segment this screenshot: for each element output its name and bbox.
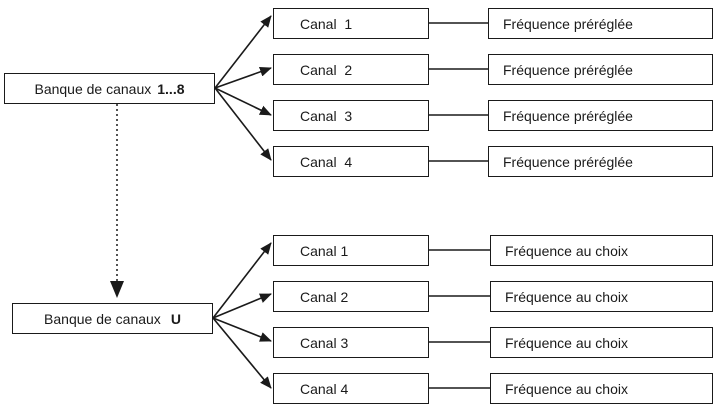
frequency-box-1: Fréquence préréglée [488, 8, 713, 39]
frequency-box-3: Fréquence préréglée [488, 100, 713, 131]
channel-box-u1: Canal 1 [273, 235, 429, 266]
frequency-box-u1: Fréquence au choix [490, 235, 713, 266]
arrow-bank1-canal1 [214, 15, 272, 89]
dotted-link-arrowhead [110, 281, 124, 298]
channel-box-u4: Canal 4 [273, 373, 429, 404]
arrow-bankU-canal2 [212, 293, 272, 319]
channel-label: Canal 1 [300, 15, 353, 32]
bank-code: U [170, 310, 181, 327]
channel-label: Canal 1 [300, 242, 349, 259]
bank-label: Banque de canaux [34, 80, 152, 97]
channel-label: Canal 2 [300, 288, 349, 305]
frequency-box-u2: Fréquence au choix [490, 281, 713, 312]
frequency-box-2: Fréquence préréglée [488, 54, 713, 85]
bank-box-u: Banque de canaux U [12, 303, 213, 334]
frequency-box-u4: Fréquence au choix [490, 373, 713, 404]
frequency-label: Fréquence préréglée [503, 61, 633, 78]
frequency-label: Fréquence préréglée [503, 15, 633, 32]
bank-label: Banque de canaux [44, 310, 161, 327]
channel-box-u2: Canal 2 [273, 281, 429, 312]
frequency-label: Fréquence au choix [505, 242, 628, 259]
frequency-label: Fréquence au choix [505, 380, 628, 397]
channel-label: Canal 4 [300, 153, 353, 170]
arrow-bankU-canal4 [212, 317, 272, 389]
arrow-bank1-canal2 [214, 66, 272, 89]
channel-box-2: Canal 2 [273, 54, 429, 85]
frequency-label: Fréquence préréglée [503, 153, 633, 170]
channel-label: Canal 2 [300, 61, 353, 78]
bank-box-1-8: Banque de canaux 1...8 [4, 73, 215, 104]
channel-box-4: Canal 4 [273, 146, 429, 177]
frequency-box-u3: Fréquence au choix [490, 327, 713, 358]
bank-code: 1...8 [157, 80, 185, 97]
arrow-bank1-canal4 [214, 87, 272, 161]
arrow-bankU-canal1 [212, 242, 272, 319]
arrow-bank1-canal3 [214, 87, 272, 116]
channel-label: Canal 3 [300, 107, 353, 124]
frequency-label: Fréquence au choix [505, 334, 628, 351]
arrow-bankU-canal3 [212, 317, 272, 342]
channel-label: Canal 4 [300, 380, 349, 397]
channel-label: Canal 3 [300, 334, 349, 351]
channel-box-u3: Canal 3 [273, 327, 429, 358]
frequency-label: Fréquence préréglée [503, 107, 633, 124]
frequency-label: Fréquence au choix [505, 288, 628, 305]
channel-box-1: Canal 1 [273, 8, 429, 39]
frequency-box-4: Fréquence préréglée [488, 146, 713, 177]
channel-box-3: Canal 3 [273, 100, 429, 131]
